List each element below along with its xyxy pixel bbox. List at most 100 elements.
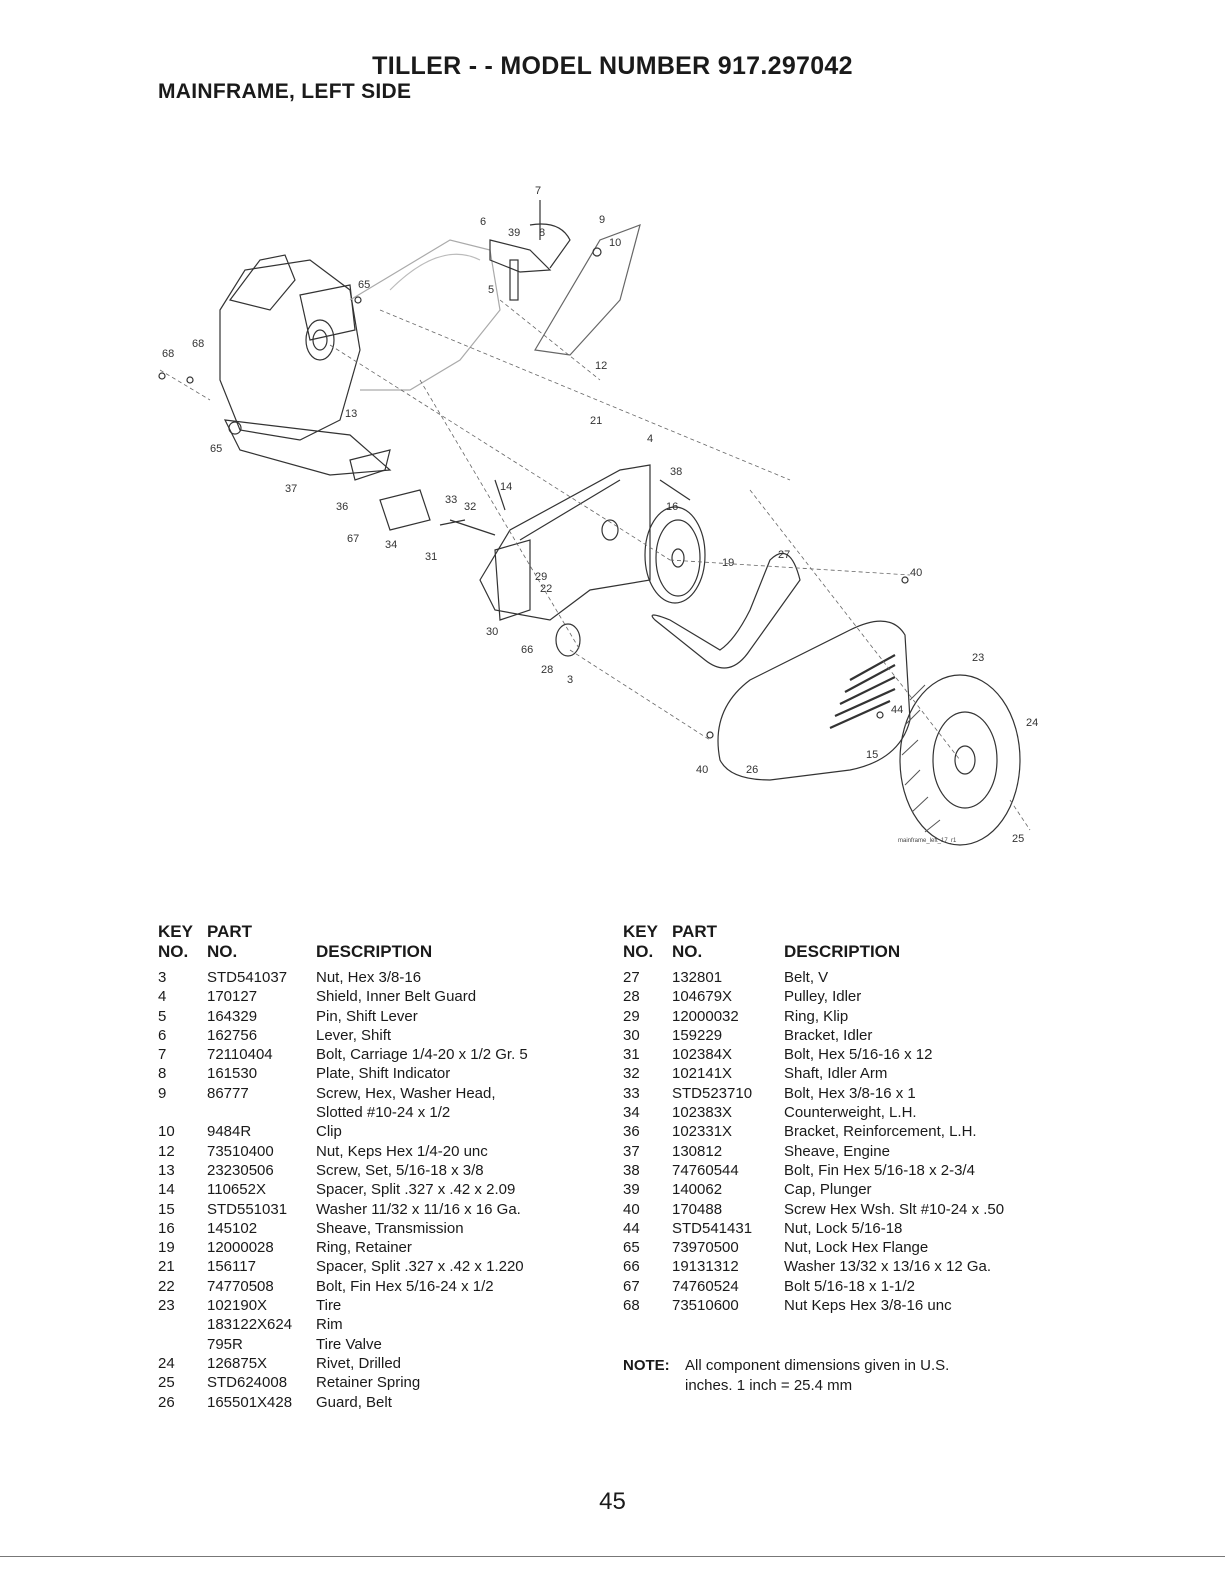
- parts-table-header: KEY PART NO. NO. DESCRIPTION: [623, 922, 1063, 962]
- inner-belt-guard: [479, 464, 651, 621]
- header-part: PART: [207, 922, 253, 941]
- key-number: 13: [158, 1161, 175, 1179]
- part-number: 140062: [672, 1181, 723, 1199]
- callout-40b: 40: [696, 764, 708, 776]
- parts-table-header: KEY PART NO. NO. DESCRIPTION: [158, 922, 598, 962]
- callout-24: 24: [1026, 717, 1038, 729]
- callout-25: 25: [1012, 833, 1024, 845]
- key-number: 28: [623, 988, 640, 1006]
- key-number: 9: [158, 1084, 167, 1102]
- part-number: 19131312: [672, 1258, 739, 1276]
- callout-6: 6: [480, 216, 486, 228]
- part-number: 110652X: [207, 1181, 266, 1199]
- part-description: Sheave, Transmission: [316, 1219, 464, 1237]
- diagram-svg: 7 6 39 8 9 10 5 65 68 68 12 13 21 4 38 6…: [158, 185, 1038, 846]
- part-description: Bolt, Hex 5/16-16 x 12: [784, 1046, 933, 1064]
- shift-lever: [489, 239, 552, 273]
- section-subtitle: MAINFRAME, LEFT SIDE: [158, 80, 412, 103]
- callout-13: 13: [345, 408, 357, 420]
- callout-3: 3: [567, 674, 573, 686]
- key-number: 7: [158, 1046, 167, 1064]
- page-number: 45: [599, 1488, 626, 1515]
- engine-tank: [228, 254, 296, 311]
- callout-21: 21: [590, 415, 602, 427]
- key-number: 21: [158, 1258, 175, 1276]
- key-number: 32: [623, 1065, 640, 1083]
- callout-67: 67: [347, 533, 359, 545]
- part-number: 164329: [207, 1007, 258, 1025]
- key-number: 6: [158, 1026, 167, 1044]
- key-number: 4: [158, 988, 167, 1006]
- header-key: KEY: [623, 922, 658, 941]
- callout-16: 16: [666, 501, 678, 513]
- part-description: Pulley, Idler: [784, 988, 862, 1006]
- part-description: Nut, Lock 5/16-18: [784, 1219, 903, 1237]
- part-description: Nut Keps Hex 3/8-16 unc: [784, 1297, 952, 1315]
- part-description: Bolt 5/16-18 x 1-1/2: [784, 1277, 915, 1295]
- part-number: 132801: [672, 969, 723, 986]
- part-number: STD624008: [207, 1374, 288, 1392]
- part-number: 102331X: [672, 1123, 733, 1141]
- key-number: 68: [623, 1297, 640, 1315]
- key-number: 37: [623, 1142, 640, 1160]
- part-description: Sheave, Engine: [784, 1142, 890, 1160]
- idler-bracket: [494, 539, 531, 621]
- part-number: 170488: [672, 1200, 723, 1218]
- header-key-no: NO.: [158, 942, 189, 961]
- key-number: 22: [158, 1277, 175, 1295]
- key-number: 39: [623, 1181, 640, 1199]
- note-line-2: inches. 1 inch = 25.4 mm: [685, 1377, 853, 1394]
- tire: [899, 674, 1021, 846]
- part-description: Bolt, Fin Hex 5/16-18 x 2-3/4: [784, 1161, 975, 1179]
- key-number: 8: [158, 1065, 167, 1083]
- header-part: PART: [672, 922, 718, 941]
- callout-7: 7: [535, 185, 541, 197]
- callout-26: 26: [746, 764, 758, 776]
- part-description: Nut, Hex 3/8-16: [316, 969, 422, 986]
- part-description: Shaft, Idler Arm: [784, 1065, 888, 1083]
- diagram-ref-tag: mainframe_left_17_r1: [898, 838, 957, 844]
- transmission-sheave: [644, 506, 706, 604]
- engine-sheave: [305, 319, 335, 361]
- key-number: 16: [158, 1219, 175, 1237]
- part-number: 156117: [207, 1258, 256, 1276]
- part-number: 102384X: [672, 1046, 733, 1064]
- page-title: TILLER - - MODEL NUMBER 917.297042: [372, 52, 853, 80]
- part-description: Lever, Shift: [316, 1026, 392, 1044]
- part-number: 74770508: [207, 1277, 274, 1295]
- part-number: STD541431: [672, 1219, 753, 1237]
- v-belt: [651, 552, 801, 669]
- callout-33: 33: [445, 494, 457, 506]
- header-key: KEY: [158, 922, 193, 941]
- shield-strip: [534, 224, 641, 356]
- part-description: Rivet, Drilled: [316, 1354, 402, 1372]
- part-number: 73970500: [672, 1239, 739, 1257]
- note-label: NOTE:: [623, 1357, 670, 1374]
- part-description: Pin, Shift Lever: [316, 1007, 418, 1025]
- callout-34: 34: [385, 539, 397, 551]
- part-description: Bolt, Carriage 1/4-20 x 1/2 Gr. 5: [316, 1046, 528, 1064]
- key-number: 23: [158, 1297, 175, 1315]
- reinforcement-bracket: [349, 449, 391, 481]
- header-key-no: NO.: [623, 942, 654, 961]
